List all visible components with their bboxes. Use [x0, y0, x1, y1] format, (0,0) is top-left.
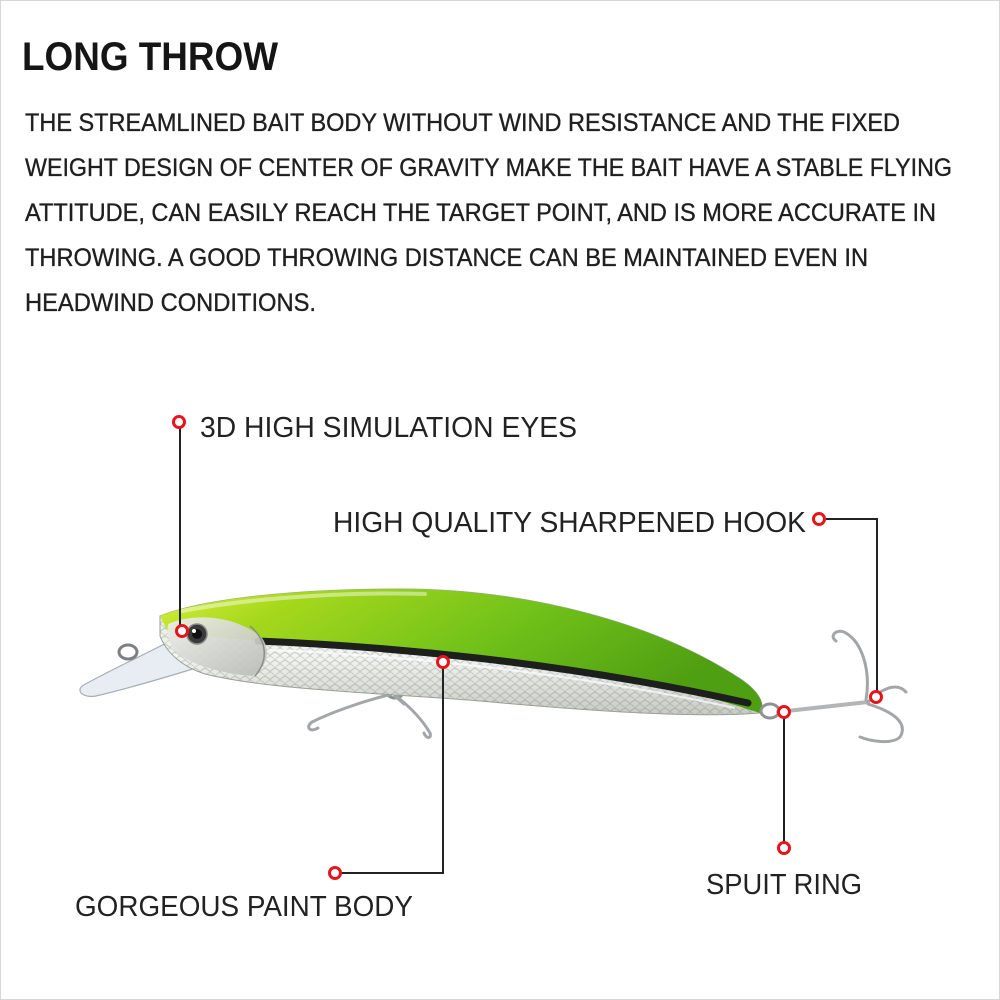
- description-line: THROWING. A GOOD THROWING DISTANCE CAN B…: [25, 244, 868, 272]
- description-line: ATTITUDE, CAN EASILY REACH THE TARGET PO…: [25, 199, 936, 227]
- callout-label-ring: SPUIT RING: [706, 869, 862, 901]
- lure-body-back: [160, 589, 762, 713]
- callout-marker-hook-label: [812, 512, 826, 526]
- description-line: THE STREAMLINED BAIT BODY WITHOUT WIND R…: [25, 109, 900, 137]
- fishing-lure: [79, 588, 908, 744]
- lure-eye-icon: [186, 623, 208, 645]
- callout-marker-hook-point: [869, 690, 883, 704]
- callout-label-eyes: 3D HIGH SIMULATION EYES: [200, 412, 577, 444]
- callout-label-hook: HIGH QUALITY SHARPENED HOOK: [333, 507, 807, 539]
- description-line: HEADWIND CONDITIONS.: [25, 289, 316, 317]
- lure-stripe-shine: [269, 649, 736, 709]
- callout-label-body: GORGEOUS PAINT BODY: [75, 891, 413, 923]
- callout-marker-eyes-point: [175, 624, 189, 638]
- lure-gill-line: [249, 625, 265, 677]
- lure-back-highlight: [180, 591, 427, 613]
- callout-marker-body-label: [328, 866, 342, 880]
- leader-line-body: [341, 668, 444, 874]
- callout-marker-ring-label: [777, 841, 791, 855]
- lure-side-stripe: [254, 637, 752, 707]
- lure-lip: [79, 639, 198, 697]
- callout-marker-ring-point: [777, 705, 791, 719]
- callout-marker-eyes-label: [172, 415, 186, 429]
- description-line: WEIGHT DESIGN OF CENTER OF GRAVITY MAKE …: [25, 154, 952, 182]
- callout-marker-body-point: [436, 655, 450, 669]
- section-title: LONG THROW: [22, 35, 278, 79]
- leader-line-hook: [826, 518, 878, 692]
- line-tie-ring: [117, 643, 139, 661]
